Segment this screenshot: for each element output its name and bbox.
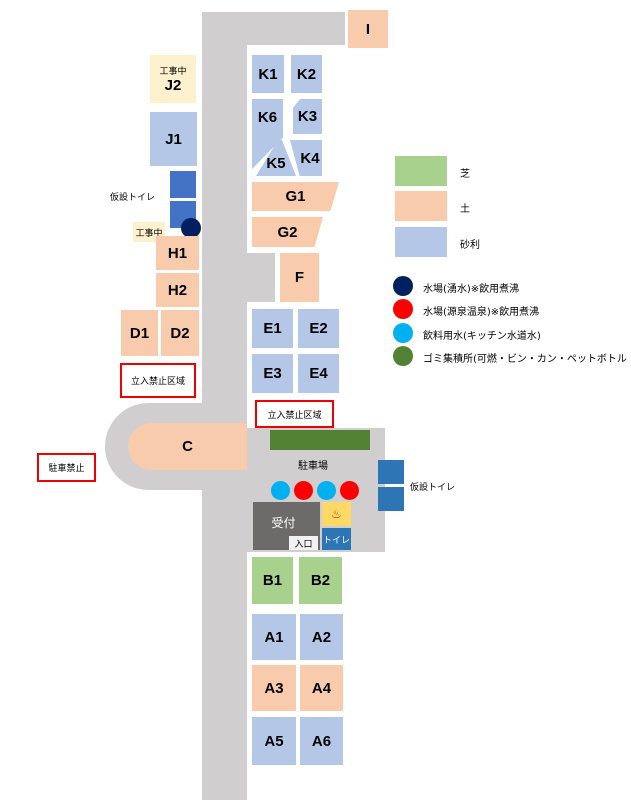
- plot-label: A6: [311, 732, 332, 750]
- garbage-collection-point: [270, 430, 370, 450]
- no-entry-label: 立入禁止区域: [267, 410, 322, 421]
- spring-water-tap: [181, 218, 201, 238]
- plot-label: K3: [297, 108, 318, 125]
- plot-E2[interactable]: E2: [298, 309, 339, 348]
- plot-C[interactable]: C: [128, 423, 247, 470]
- legend-swatch-gravel: [395, 227, 447, 257]
- plot-label: A1: [264, 628, 284, 646]
- plot-H1[interactable]: H1: [156, 236, 199, 270]
- no-entry-zone: 立入禁止区域: [120, 363, 196, 398]
- plot-label: E3: [263, 365, 282, 382]
- legend-label: 飲料用水(キッチン水道水): [423, 331, 541, 342]
- plot-label: D1: [129, 324, 150, 342]
- plot-K4[interactable]: K4: [290, 140, 322, 176]
- plot-A2[interactable]: A2: [300, 614, 343, 660]
- no-parking-zone: 駐車禁止: [37, 453, 96, 482]
- plot-I[interactable]: I: [348, 10, 388, 48]
- legend-label: 水場(湧水)※飲用煮沸: [423, 284, 520, 295]
- no-parking-label: 駐車禁止: [48, 464, 85, 474]
- no-entry-zone: 立入禁止区域: [255, 400, 334, 428]
- legend-label: 土: [460, 204, 470, 215]
- parking-label: 駐車場: [298, 461, 328, 472]
- plot-A1[interactable]: A1: [252, 614, 296, 660]
- plot-label: G2: [277, 223, 298, 241]
- plot-H2[interactable]: H2: [156, 273, 199, 307]
- temp-toilet: [170, 171, 196, 198]
- plot-A4[interactable]: A4: [300, 665, 343, 711]
- plot-A5[interactable]: A5: [252, 717, 296, 765]
- entrance-label: 入口: [294, 539, 313, 550]
- legend-drinking-water-icon: [393, 323, 413, 343]
- plot-label: A3: [264, 679, 284, 697]
- plot-E1[interactable]: E1: [252, 309, 293, 348]
- plot-K1[interactable]: K1: [252, 55, 284, 93]
- plot-label: K5: [266, 155, 286, 172]
- plot-label: C: [182, 438, 193, 455]
- hot-spring-water-tap: [340, 481, 359, 500]
- plot-J1[interactable]: J1: [150, 112, 197, 166]
- hot-spring-icon: ♨: [322, 502, 351, 526]
- temp-toilet: [378, 487, 404, 511]
- legend-swatch-grass: [395, 156, 447, 186]
- plot-label: D2: [170, 324, 190, 342]
- plot-G2[interactable]: G2: [252, 217, 323, 247]
- legend-label: ゴミ集積所(可燃・ビン・カン・ペットボトル: [423, 354, 627, 365]
- plot-A6[interactable]: A6: [300, 717, 343, 765]
- toilet-building: トイレ: [322, 528, 351, 550]
- plot-label: J1: [165, 130, 182, 148]
- plot-label: E1: [263, 320, 282, 337]
- plot-label: K4: [300, 149, 320, 167]
- plot-label: E4: [309, 365, 328, 382]
- drinking-water-tap: [317, 481, 336, 500]
- plot-label: A2: [311, 628, 332, 646]
- reception-label: 受付: [271, 516, 296, 530]
- plot-label: A5: [264, 732, 284, 750]
- legend-hot-spring-water-icon: [393, 299, 413, 319]
- legend-swatch-soil: [395, 191, 447, 221]
- plot-label: A4: [311, 679, 332, 697]
- legend-garbage-icon: [393, 346, 413, 366]
- hot-spring-water-tap: [294, 481, 313, 500]
- plot-label: F: [294, 269, 305, 286]
- under-construction-label: 工事中: [159, 67, 187, 77]
- entrance[interactable]: 入口: [289, 536, 318, 550]
- temp-toilet-label: 仮設トイレ: [410, 483, 456, 493]
- plot-E4[interactable]: E4: [298, 354, 339, 393]
- top-road: [202, 12, 345, 45]
- drinking-water-tap: [271, 481, 290, 500]
- plot-K3[interactable]: K3: [293, 99, 322, 134]
- plot-E3[interactable]: E3: [252, 354, 293, 393]
- plot-B1[interactable]: B1: [252, 557, 293, 604]
- plot-label: B1: [262, 572, 283, 589]
- temp-toilet: [378, 460, 404, 484]
- road-spur: [247, 253, 275, 302]
- legend-spring-water-icon: [393, 276, 413, 296]
- legend-label: 芝: [460, 169, 470, 180]
- plot-G1[interactable]: G1: [252, 182, 339, 211]
- plot-label: J2: [164, 77, 182, 94]
- plot-D2[interactable]: D2: [161, 310, 199, 356]
- plot-label: K6: [257, 109, 278, 126]
- toilet-label: トイレ: [322, 535, 350, 546]
- plot-label: K1: [258, 65, 278, 83]
- plot-label: K2: [296, 65, 317, 83]
- plot-label: E2: [309, 320, 328, 337]
- plot-label: H2: [167, 281, 188, 299]
- plot-label: B2: [310, 572, 331, 589]
- plot-K2[interactable]: K2: [291, 55, 322, 93]
- temp-toilet-label: 仮設トイレ: [110, 193, 156, 203]
- plot-label: G1: [285, 188, 306, 205]
- plot-F[interactable]: F: [280, 253, 319, 302]
- no-entry-label: 立入禁止区域: [130, 377, 185, 387]
- plot-label: I: [365, 20, 371, 38]
- plot-J2[interactable]: 工事中 J2: [150, 55, 196, 103]
- plot-A3[interactable]: A3: [252, 665, 296, 711]
- plot-label: H1: [167, 244, 188, 262]
- plot-B2[interactable]: B2: [299, 557, 342, 604]
- plot-D1[interactable]: D1: [121, 310, 158, 356]
- legend-label: 砂利: [460, 240, 480, 251]
- legend-label: 水場(源泉温泉)※飲用煮沸: [423, 307, 540, 318]
